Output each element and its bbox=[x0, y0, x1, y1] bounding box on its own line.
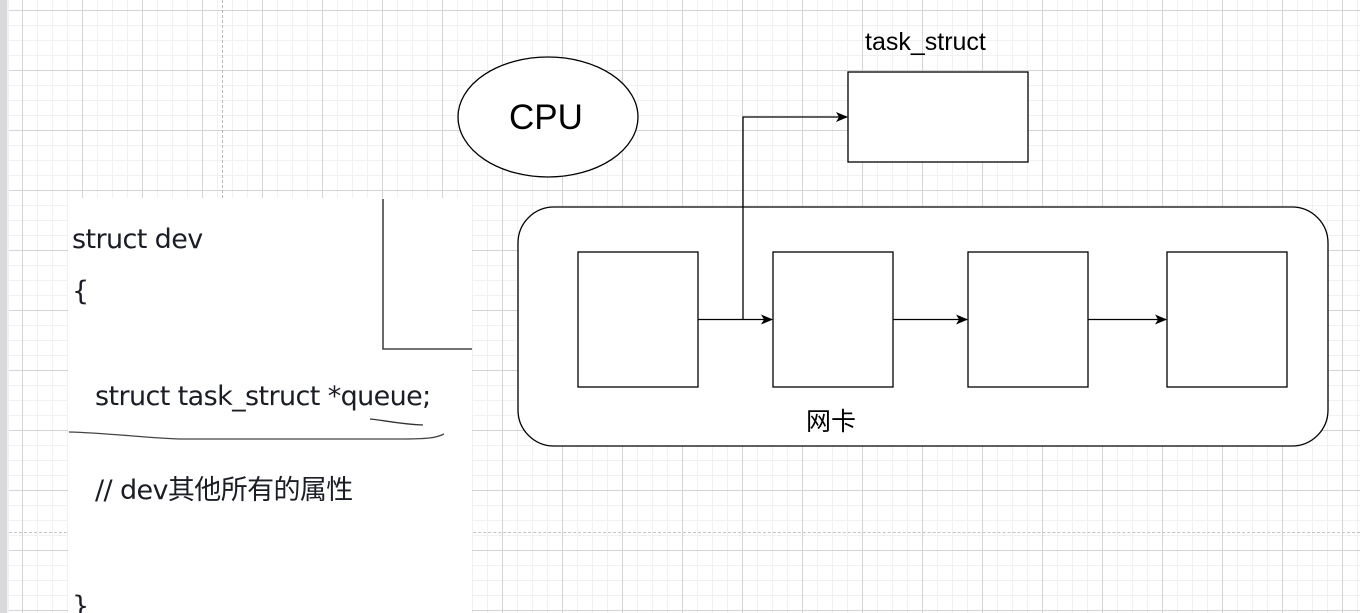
task-struct-box[interactable] bbox=[847, 71, 1029, 163]
cpu-ellipse[interactable] bbox=[457, 56, 639, 178]
page-break-horizontal bbox=[9, 532, 1360, 533]
queue-node-2[interactable] bbox=[772, 251, 894, 388]
page-break-vertical bbox=[222, 0, 223, 198]
nic-container[interactable] bbox=[517, 206, 1329, 447]
code-line-open-brace: { bbox=[72, 276, 89, 307]
queue-node-3[interactable] bbox=[967, 251, 1089, 388]
code-line-comment: // dev其他所有的属性 bbox=[95, 475, 353, 506]
queue-node-1[interactable] bbox=[577, 251, 699, 388]
nic-label: 网卡 bbox=[806, 407, 857, 436]
hand-underline-queue bbox=[369, 418, 424, 426]
corner-line bbox=[382, 199, 472, 350]
task-struct-label: task_struct bbox=[865, 28, 986, 56]
code-line-queue-member: struct task_struct *queue; bbox=[95, 381, 431, 412]
left-scroll-gutter bbox=[0, 0, 9, 613]
code-line-struct-decl: struct dev bbox=[72, 224, 203, 255]
cpu-label: CPU bbox=[509, 98, 583, 137]
panel-annotations bbox=[68, 199, 472, 440]
queue-node-4[interactable] bbox=[1166, 251, 1288, 388]
code-screenshot-panel[interactable]: struct dev { struct task_struct *queue; … bbox=[68, 198, 472, 613]
hand-underline-line bbox=[68, 431, 445, 440]
arrow-queue-to-task-struct[interactable] bbox=[742, 112, 848, 320]
code-line-close-brace: } bbox=[72, 591, 89, 613]
